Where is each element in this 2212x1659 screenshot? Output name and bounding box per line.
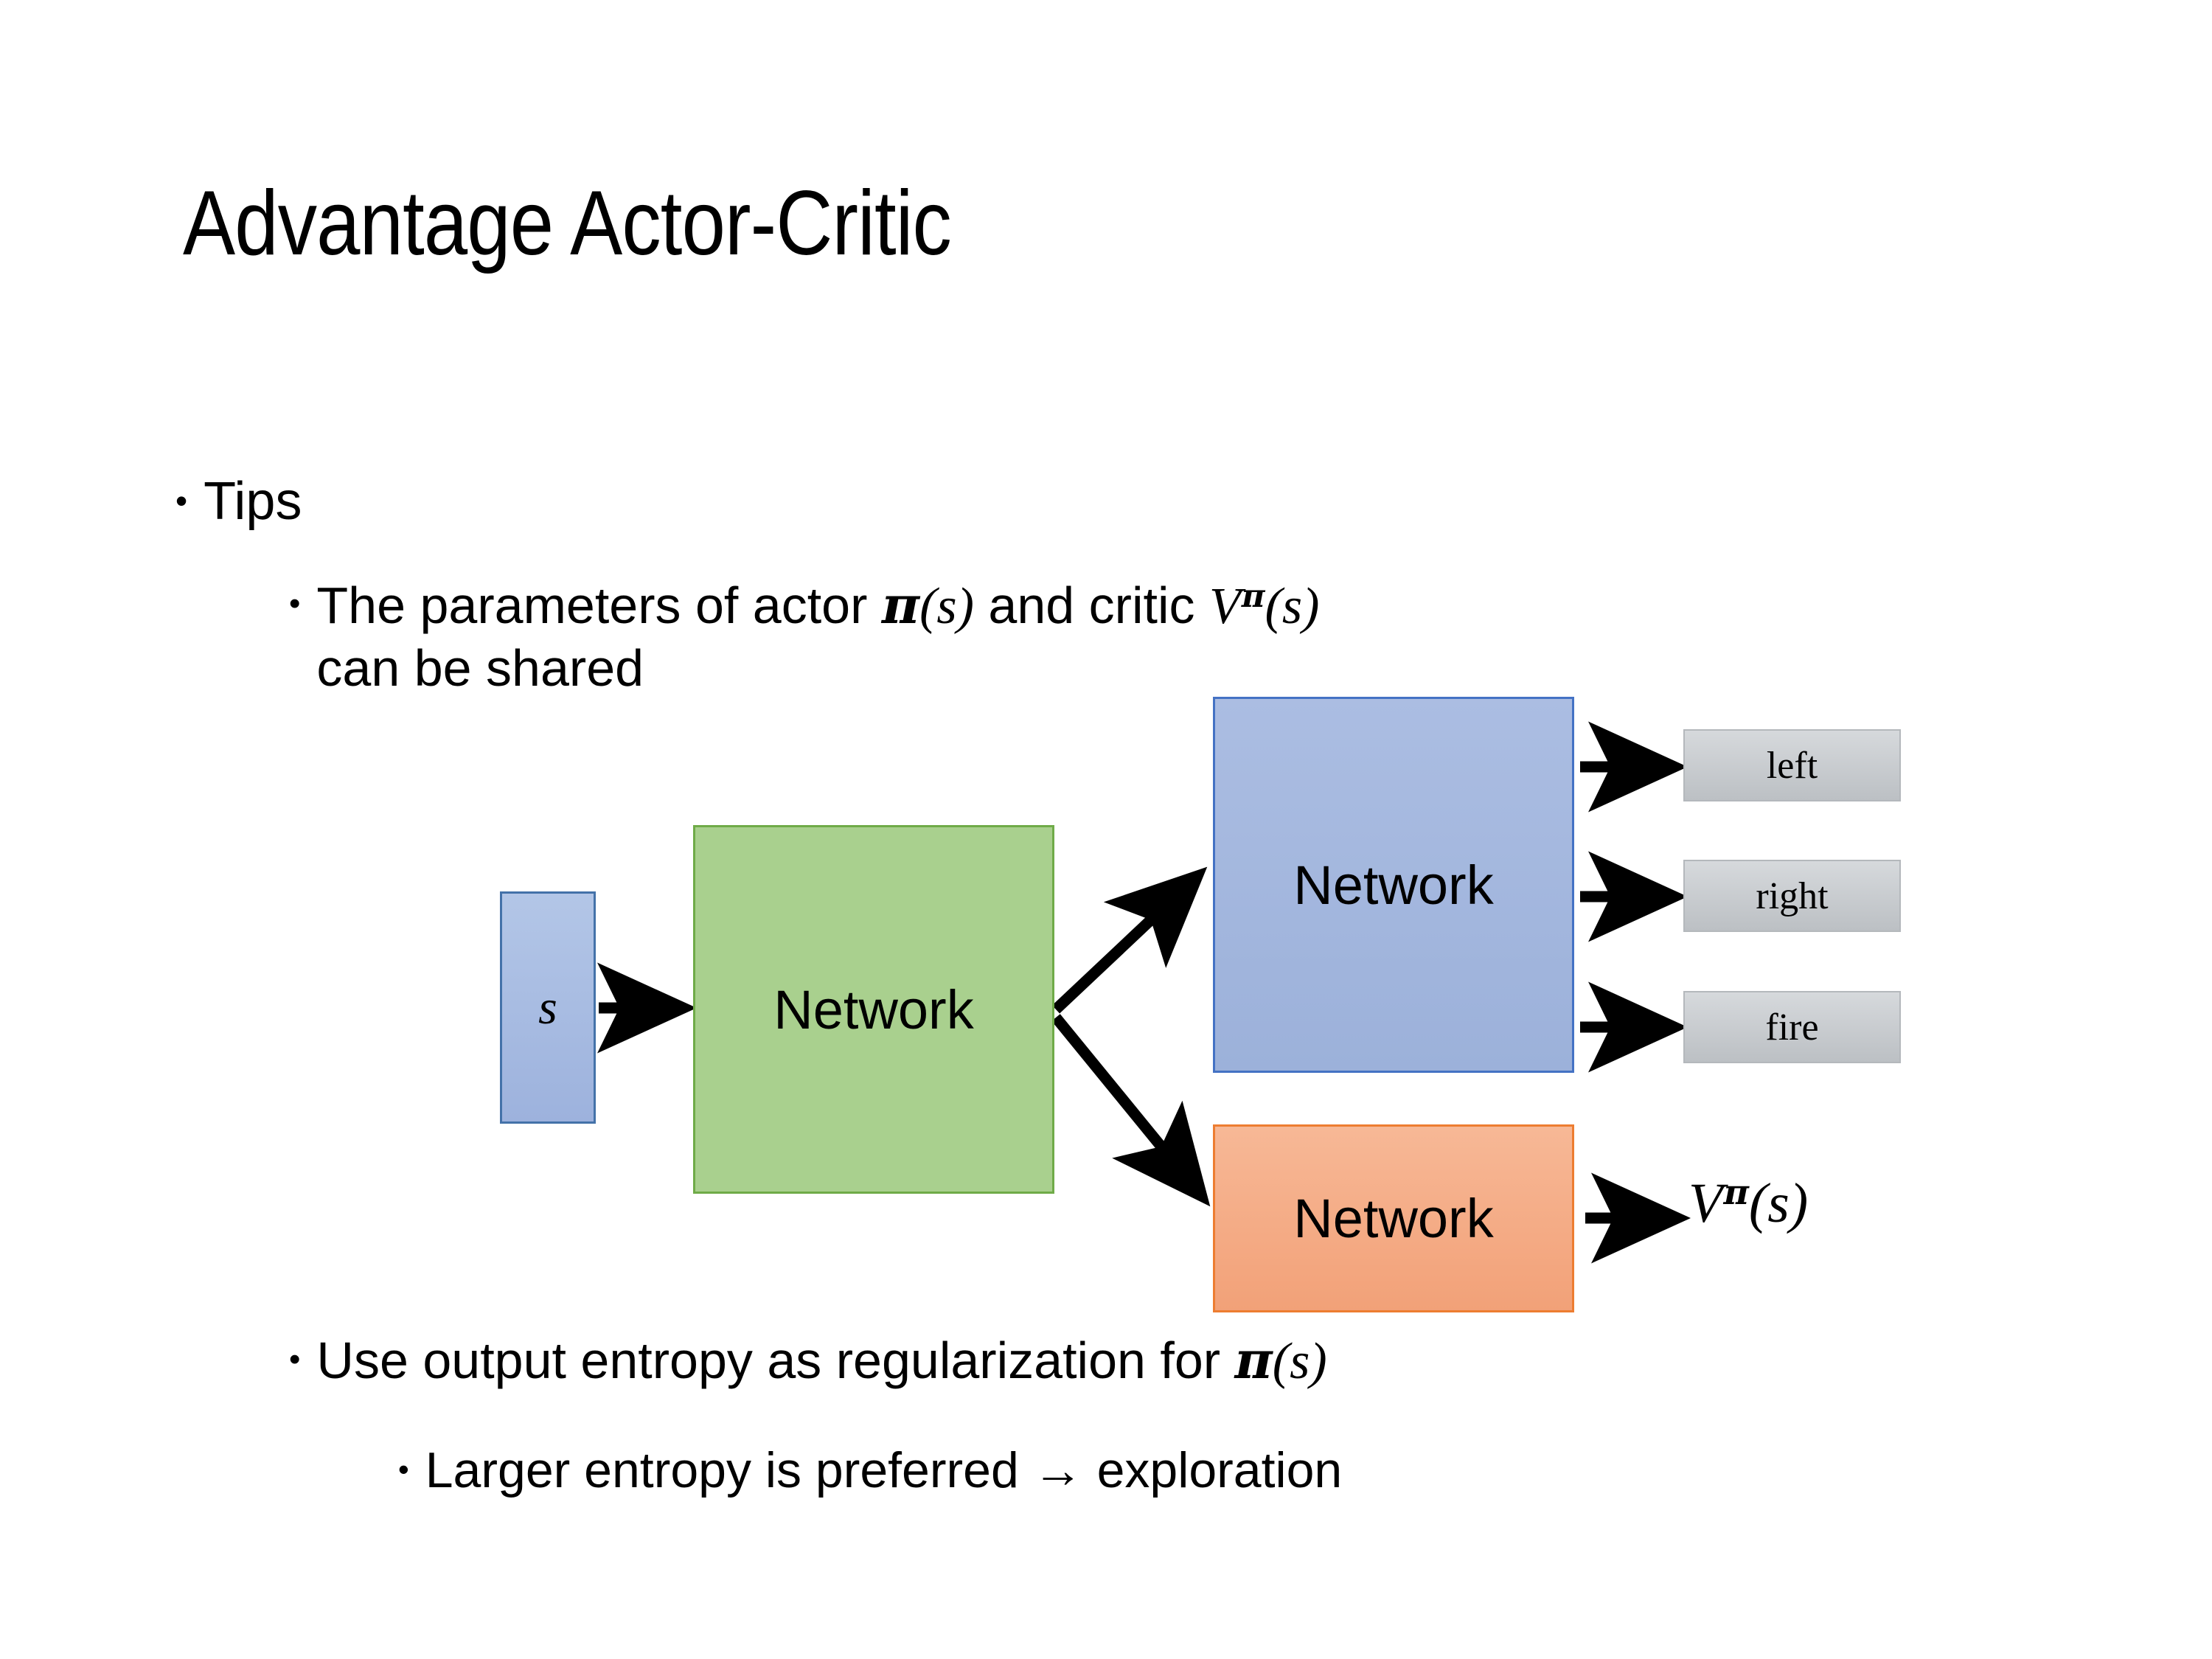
shared-network-box: Network: [693, 825, 1054, 1194]
pi-superscript: π: [1241, 577, 1265, 616]
action-label-right: right: [1756, 874, 1829, 917]
bullet-tips-label: Tips: [204, 472, 302, 531]
action-box-right: right: [1683, 860, 1901, 932]
value-function-symbol: Vπ: [1688, 1172, 1749, 1234]
bullet-shared-parameters-line2: can be shared: [316, 639, 644, 697]
value-function-output: Vπ(s): [1688, 1171, 1808, 1236]
bullet-shared-parameters-text: The parameters of actor π(s) and critic …: [316, 574, 1320, 698]
bullet-entropy-regularization: • Use output entropy as regularization f…: [289, 1329, 1327, 1392]
shared-network-label: Network: [773, 978, 974, 1040]
state-symbol: s: [936, 578, 957, 635]
state-symbol: s: [1290, 1333, 1310, 1390]
paren-open: (: [919, 578, 937, 635]
paren-close: ): [1310, 1333, 1327, 1390]
paren-close: ): [1789, 1172, 1809, 1234]
actor-network-label: Network: [1293, 854, 1494, 916]
pi-superscript: π: [1723, 1172, 1749, 1214]
arrow-shared-to-actor: [1051, 866, 1208, 1014]
pi-symbol: π: [1234, 1329, 1273, 1391]
text-fragment: Use output entropy as regularization for: [316, 1332, 1235, 1389]
state-symbol: s: [1281, 578, 1303, 635]
action-box-left: left: [1683, 729, 1901, 801]
paren-close: ): [956, 578, 974, 635]
page-title: Advantage Actor-Critic: [183, 173, 952, 274]
value-function-symbol: Vπ: [1208, 577, 1265, 635]
critic-network-label: Network: [1293, 1188, 1494, 1249]
bullet-tips: • Tips: [175, 472, 302, 532]
pi-symbol: π: [881, 574, 920, 636]
bullet-marker-icon: •: [175, 481, 188, 520]
state-input-box: s: [500, 891, 596, 1124]
critic-network-box: Network: [1213, 1124, 1574, 1312]
state-symbol: s: [538, 980, 557, 1034]
action-box-fire: fire: [1683, 991, 1901, 1063]
paren-open: (: [1265, 578, 1282, 635]
bullet-larger-entropy: • Larger entropy is preferred → explorat…: [398, 1441, 1342, 1499]
bullet-larger-entropy-text: Larger entropy is preferred → exploratio…: [425, 1442, 1343, 1498]
paren-open: (: [1748, 1172, 1768, 1234]
text-fragment-middle: and critic: [973, 577, 1209, 634]
paren-open: (: [1272, 1333, 1290, 1390]
text-fragment-before-pi: The parameters of actor: [316, 577, 882, 634]
action-label-left: left: [1766, 744, 1818, 787]
bullet-entropy-text: Use output entropy as regularization for…: [316, 1329, 1327, 1392]
bullet-marker-icon: •: [289, 585, 301, 622]
state-symbol: s: [1767, 1172, 1790, 1234]
paren-close: ): [1302, 578, 1320, 635]
actor-network-box: Network: [1213, 697, 1574, 1073]
arrow-shared-to-critic: [1051, 1014, 1211, 1207]
bullet-shared-parameters: • The parameters of actor π(s) and criti…: [289, 574, 1764, 698]
bullet-marker-icon: •: [398, 1452, 409, 1486]
action-label-fire: fire: [1765, 1006, 1819, 1048]
bullet-marker-icon: •: [289, 1341, 301, 1377]
